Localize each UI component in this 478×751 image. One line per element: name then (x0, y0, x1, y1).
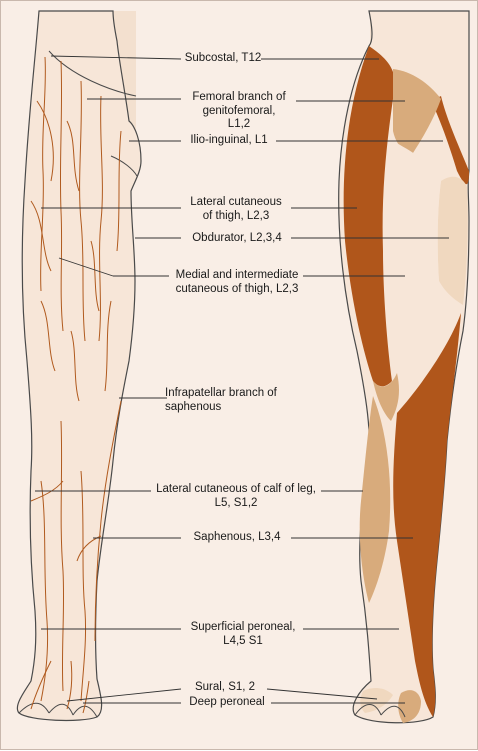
nerve-branches (30, 56, 122, 714)
zone-obdurator (437, 176, 468, 305)
zone-sural (360, 687, 393, 713)
label-obdurator: Obdurator, L2,3,4 (192, 232, 282, 244)
zone-lateral-calf (359, 396, 391, 603)
label-superficial-peroneal: Superficial peroneal,L4,5 S1 (190, 621, 296, 647)
right-toes (354, 704, 406, 718)
zone-infrapatellar (373, 373, 399, 421)
label-deep-peroneal: Deep peroneal (189, 696, 265, 708)
leader-lines (35, 55, 449, 704)
zone-lateral-thigh (343, 46, 397, 387)
label-lateral-cutaneous-calf: Lateral cutaneous of calf of leg,L5, S1,… (156, 483, 316, 509)
label-saphenous: Saphenous, L3,4 (193, 531, 281, 543)
left-leg-silhouette (16, 10, 142, 722)
label-sural: Sural, S1, 2 (194, 681, 256, 693)
zone-ilio-inguinal (431, 96, 469, 185)
zone-saphenous (393, 313, 461, 717)
label-ilio-inguinal: Ilio-inguinal, L1 (190, 134, 268, 146)
scrotal-outline (110, 155, 138, 177)
inguinal-line (48, 50, 137, 97)
zone-femoral-branch (393, 69, 441, 159)
zone-medial-thigh (383, 141, 463, 413)
label-subcostal: Subcostal, T12 (184, 52, 262, 64)
